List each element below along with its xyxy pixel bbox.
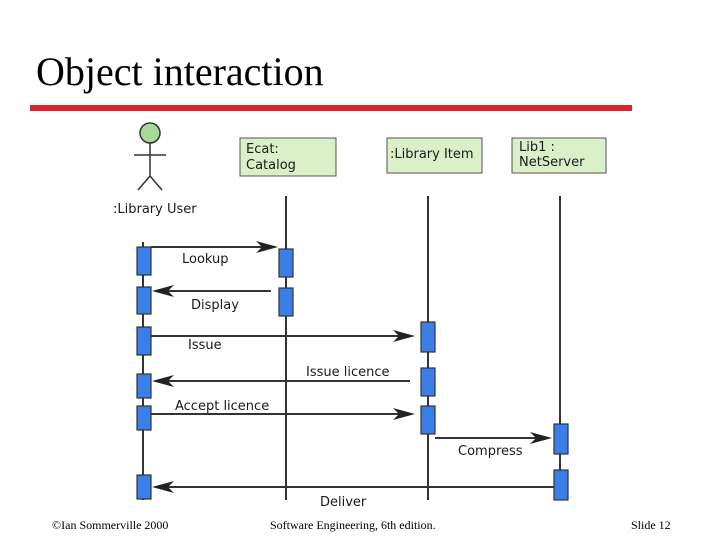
message-issue-licence-arrowhead [152,375,174,387]
actor-library-user: :Library User [113,122,197,217]
slide-title: Object interaction [36,49,324,94]
object-catalog-box [239,137,337,177]
message-display: Display [152,285,271,313]
message-lookup: Lookup [151,241,278,267]
message-compress: Compress [435,432,552,459]
message-issue-licence: Issue licence [152,365,410,387]
activation-user-1 [136,246,152,276]
footer-book: Software Engineering, 6th edition. [270,518,436,532]
activation-user-6 [136,474,152,500]
message-accept-licence: Accept licence [151,399,415,420]
message-accept-licence-arrowhead [393,408,415,420]
message-issue: Issue [151,330,415,353]
activation-user-5 [136,405,152,431]
activation-item-1 [420,321,436,353]
message-deliver: Deliver [152,481,554,510]
message-issue-label: Issue [188,338,222,353]
message-display-label: Display [191,298,239,313]
message-accept-licence-label: Accept licence [175,399,269,414]
message-lookup-label: Lookup [182,252,229,267]
object-library-item-box [386,137,483,174]
title-rule [30,105,632,111]
object-netserver-box [511,137,607,174]
activation-server-1 [553,423,569,455]
object-netserver-class: NetServer [519,155,585,170]
actor-left-leg [137,175,151,191]
activation-user-2 [136,286,152,315]
activation-catalog-1 [278,248,294,278]
object-catalog-class: Catalog [246,158,296,173]
activation-catalog-2 [278,287,294,317]
object-library-item-name: :Library Item [390,147,474,162]
footer-copyright: ©Ian Sommerville 2000 [52,518,169,532]
activation-user-3 [136,326,152,356]
footer-slide-number: Slide 12 [631,518,671,532]
message-issue-arrowhead [393,330,415,342]
activation-item-2 [420,367,436,397]
actor-head [139,122,161,144]
actor-label: :Library User [113,202,197,217]
actor-right-leg [149,175,163,191]
message-deliver-arrowhead [152,481,174,493]
object-catalog-name: Ecat: [246,142,279,157]
message-issue-licence-label: Issue licence [306,365,390,380]
object-catalog: Ecat: Catalog [239,137,337,177]
object-netserver: Lib1 : NetServer [511,137,607,174]
activation-item-3 [420,405,436,435]
message-lookup-arrowhead [256,241,278,253]
message-display-arrowhead [152,285,174,297]
message-compress-label: Compress [458,444,523,459]
object-library-item: :Library Item [386,137,483,174]
message-compress-arrowhead [530,432,552,444]
object-netserver-name: Lib1 : [519,140,555,155]
message-deliver-label: Deliver [320,495,367,510]
activation-user-4 [136,373,152,399]
activation-server-2 [553,469,569,501]
